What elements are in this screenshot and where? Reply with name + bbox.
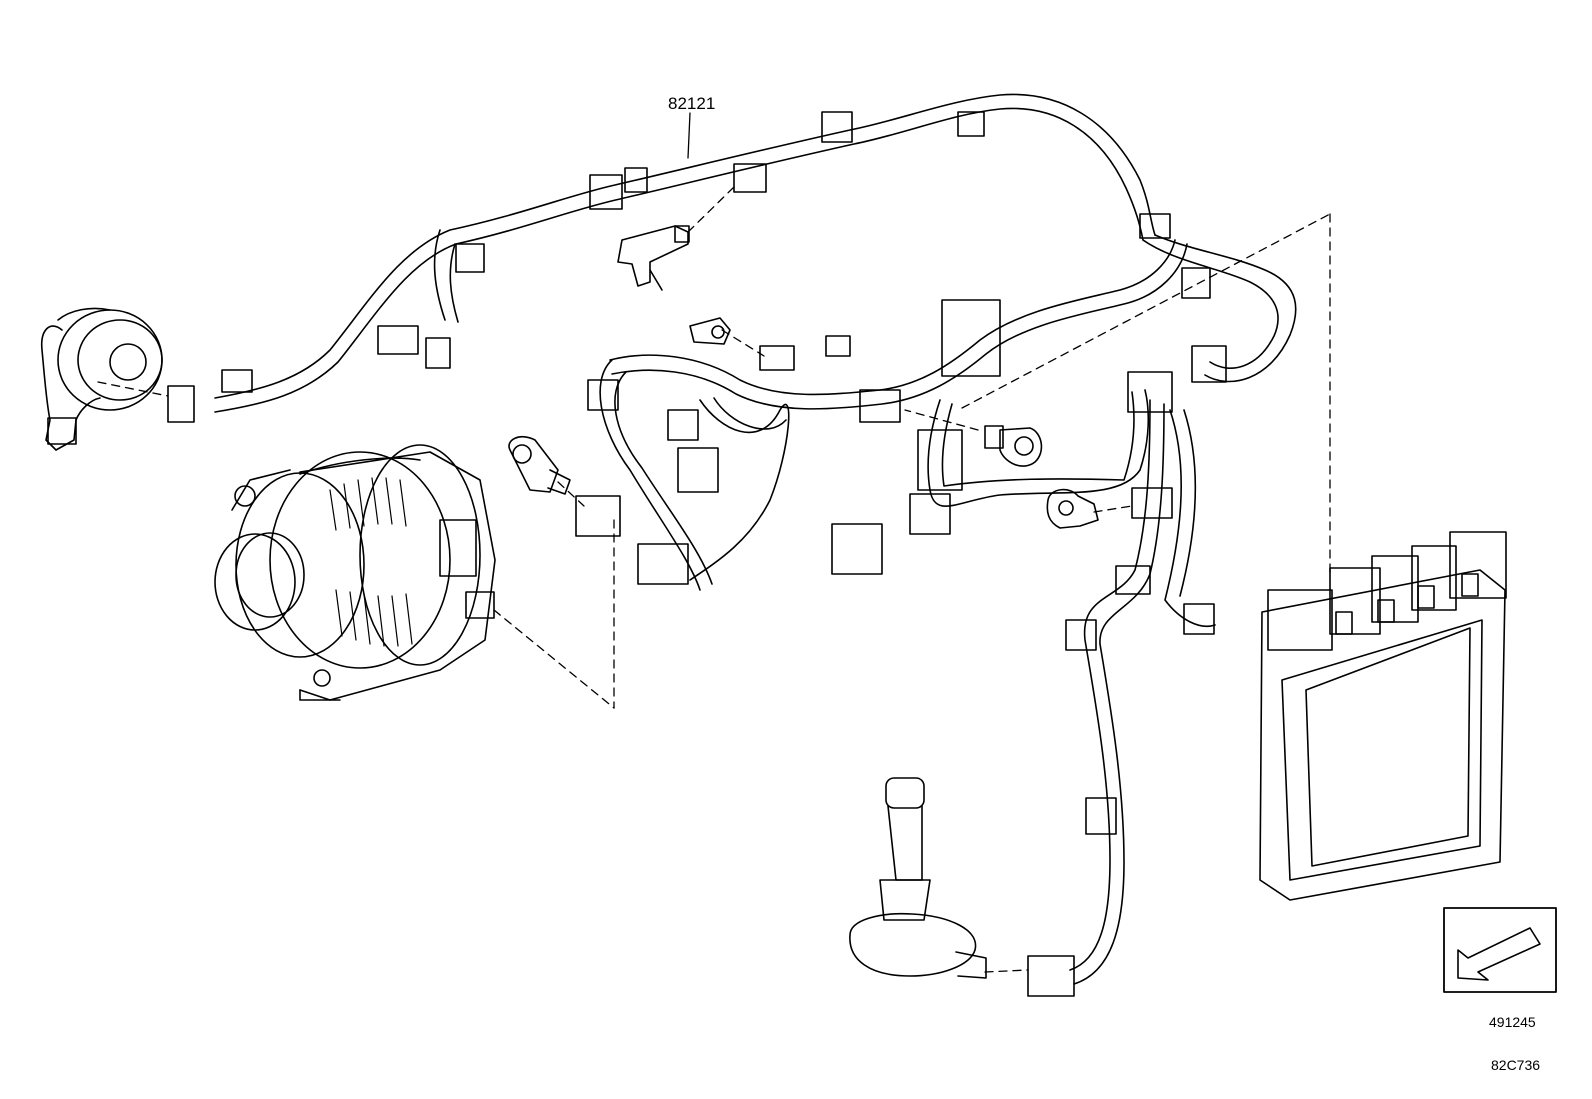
illustration-code: 82C736 [1491,1057,1541,1073]
clip-e [589,174,623,210]
connector-t [917,429,963,491]
clip-h [821,111,853,143]
connector-ab [1183,603,1215,635]
connector-coil [1027,955,1075,997]
connector-water-pump [167,385,195,423]
connector-z [1115,565,1151,595]
connector-s [859,389,901,423]
oil-pressure-sensor [1046,488,1099,529]
junction-block [941,299,1001,377]
engine-control-module [1259,531,1507,901]
knock-sensor-left [508,435,571,495]
connector-p [587,379,619,411]
connector-r [677,447,719,493]
alternator [214,444,496,701]
water-pump [40,307,163,451]
clip-j [1139,213,1171,239]
connector-w [637,543,689,585]
knock-sensor-right [984,425,1043,467]
crank-position-sensor [617,225,690,291]
clip-aa [1065,619,1097,651]
connector-c [425,337,451,369]
part-number-label: 82121 [668,94,716,113]
connector-k [1181,267,1211,299]
leader-lines [97,112,1331,973]
ignition-coil [849,777,987,979]
connector-u [909,493,951,535]
reference-number: 491245 [1489,1014,1536,1030]
connector-g [733,163,767,193]
connector-b [377,325,419,355]
connector-n [759,345,795,371]
connector-x [575,495,621,537]
harness-connectors [167,111,1227,997]
clip-ac [1085,797,1117,835]
connector-o [825,335,851,357]
connector-a [221,369,253,393]
connector-q [667,409,699,441]
connector-v [831,523,883,575]
wire-harness [214,93,1297,985]
connector-i [957,111,985,137]
connector-y [1131,487,1173,519]
connector-d [455,243,485,273]
front-direction-arrow-icon [1443,907,1557,993]
connector-l [1191,345,1227,383]
clip-f [624,167,648,193]
connector-m [1127,371,1173,413]
